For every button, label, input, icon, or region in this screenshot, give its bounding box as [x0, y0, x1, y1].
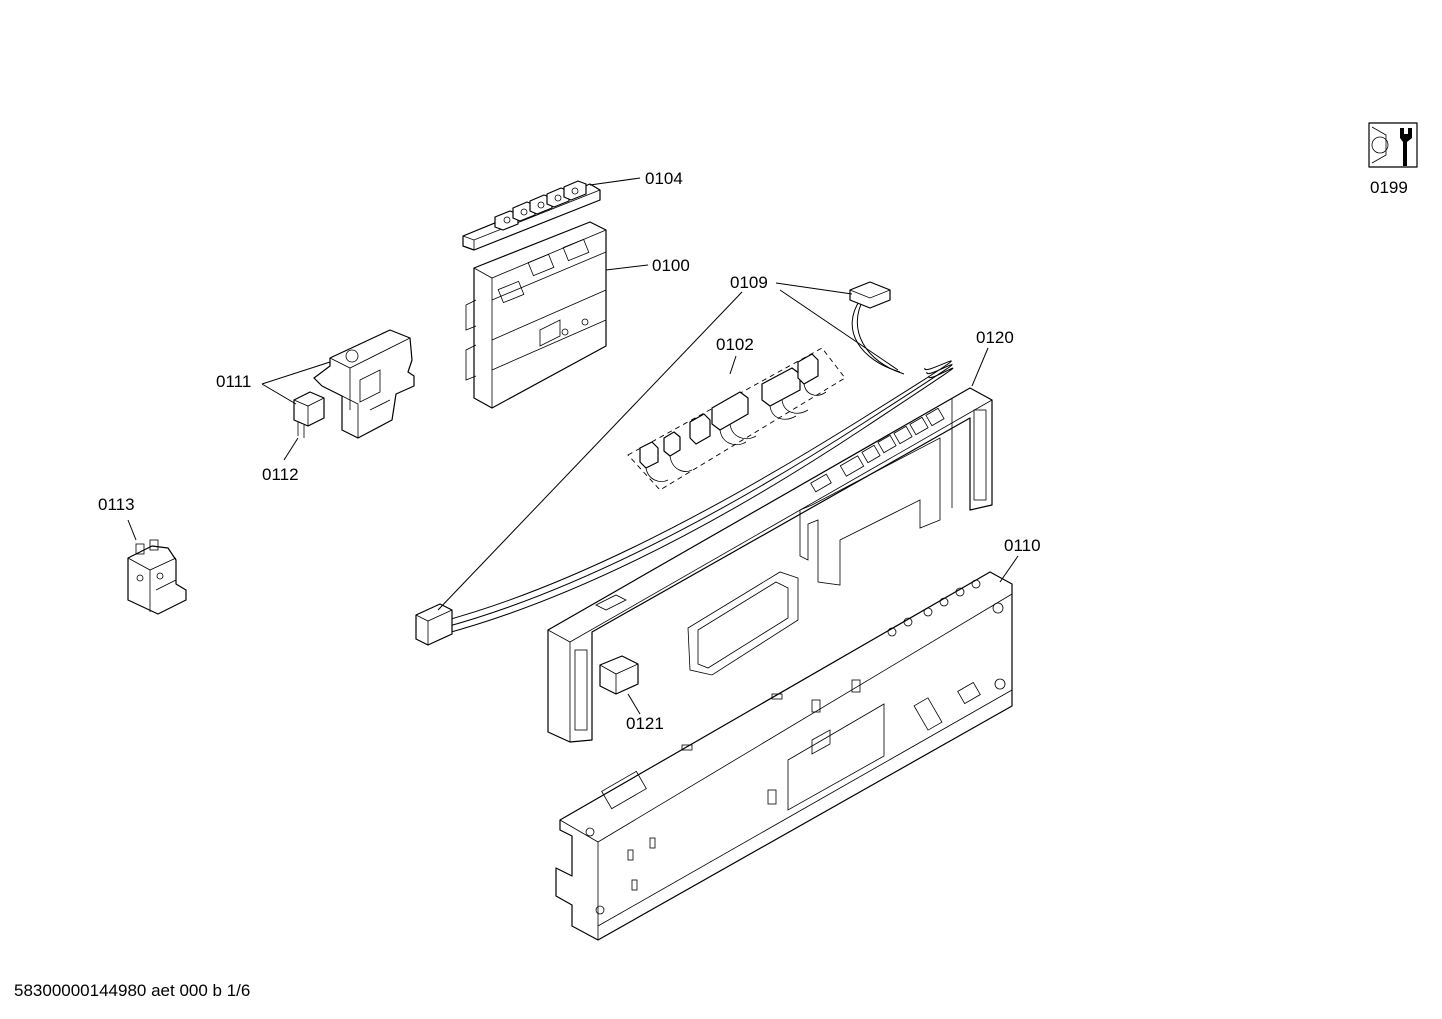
part-0100-electronic-module	[465, 221, 607, 409]
label-0121: 0121	[626, 714, 664, 733]
label-0199: 0199	[1370, 178, 1408, 197]
label-0111: 0111	[216, 372, 251, 391]
leader-0112	[283, 437, 299, 461]
leader-0120	[971, 347, 989, 387]
label-0113: 0113	[98, 495, 135, 514]
part-0113-relay	[127, 539, 187, 615]
leader-0109-c	[775, 282, 853, 295]
part-0111-door-switch	[313, 329, 415, 439]
leader-0109-b	[779, 289, 899, 371]
label-0110: 0110	[1004, 536, 1041, 555]
part-0110-control-housing	[555, 571, 1013, 941]
leader-0109-a	[437, 291, 743, 611]
label-0104: 0104	[645, 169, 683, 188]
label-0109: 0109	[730, 273, 768, 292]
part-0121-cap	[599, 655, 639, 695]
label-0120: 0120	[976, 328, 1014, 347]
leader-0113	[127, 519, 137, 541]
leader-0100	[605, 264, 649, 271]
part-0120-front-panel	[547, 387, 993, 743]
leader-0102	[729, 355, 737, 375]
leader-0104	[589, 177, 641, 186]
label-0100: 0100	[652, 256, 690, 275]
leader-0111-a	[261, 361, 331, 385]
part-0104-button-strip	[462, 180, 601, 251]
leader-0121	[627, 693, 641, 715]
part-0112-suppressor	[293, 391, 325, 438]
part-0102-connector-set	[627, 347, 846, 491]
part-0109-wiring-harness	[415, 281, 954, 646]
leader-0110	[999, 555, 1019, 583]
label-0102: 0102	[716, 335, 754, 354]
document-id-footer: 58300000144980 aet 000 b 1/6	[14, 981, 251, 1000]
wrench-nut-icon	[1368, 122, 1418, 168]
label-0112: 0112	[262, 465, 299, 484]
leader-0111-b	[261, 383, 297, 405]
